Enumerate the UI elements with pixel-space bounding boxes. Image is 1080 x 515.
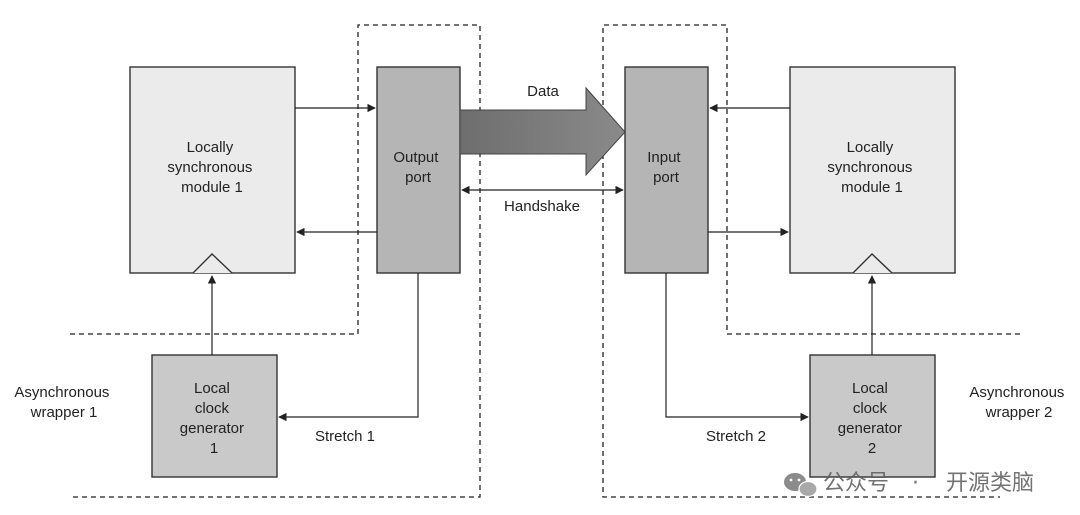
watermark: 公众号 · 开源类脑: [784, 471, 1034, 498]
stretch-2-arrow: [665, 273, 809, 422]
wrapper-1-boundary: [70, 24, 481, 498]
watermark-separator: ·: [912, 471, 919, 496]
left-clock-line-1: Local: [194, 380, 230, 397]
left-clock-generator: [151, 354, 278, 478]
input-port-label: Input port: [647, 149, 685, 186]
right-module-line-2: synchronous: [827, 159, 912, 176]
output-port: [376, 66, 461, 274]
right-clock-label: Local clock generator 2: [838, 380, 906, 457]
left-module-line-1: Locally: [187, 139, 234, 156]
right-module-line-3: module 1: [841, 179, 903, 196]
left-module-line-2: synchronous: [167, 159, 252, 176]
right-clock-line-3: generator: [838, 420, 902, 437]
right-sync-module: [789, 66, 956, 274]
data-arrow: [459, 86, 626, 177]
left-module-line-3: module 1: [181, 179, 243, 196]
output-port-line-1: Output: [393, 149, 439, 166]
output-port-label: Output port: [393, 149, 442, 186]
wrapper-2-label: Asynchronous wrapper 2: [969, 384, 1068, 421]
left-clock-line-4: 1: [210, 440, 218, 457]
right-clock-input-triangle: [852, 253, 893, 274]
left-clock-input-triangle: [192, 253, 233, 274]
handshake-label: Handshake: [504, 198, 580, 215]
stretch-2-label: Stretch 2: [706, 428, 766, 445]
output-port-line-2: port: [405, 169, 432, 186]
wrapper-2-line-1: Asynchronous: [969, 384, 1064, 401]
wrapper-1-line-1: Asynchronous: [14, 384, 109, 401]
left-clock-line-3: generator: [180, 420, 244, 437]
input-port-line-1: Input: [647, 149, 681, 166]
stretch-arrows: [278, 273, 809, 422]
right-clock-line-2: clock: [853, 400, 888, 417]
wrapper-boundaries: [70, 24, 1020, 498]
stretch-1-arrow: [278, 273, 419, 422]
wrapper-1-line-2: wrapper 1: [30, 404, 98, 421]
watermark-platform: 公众号: [823, 471, 889, 496]
watermark-name: 开源类脑: [946, 471, 1034, 496]
right-clock-line-4: 2: [868, 440, 876, 457]
module-port-arrows: [295, 103, 790, 237]
left-module-label: Locally synchronous module 1: [167, 139, 256, 196]
left-clock-line-2: clock: [195, 400, 230, 417]
right-clock-generator: [809, 354, 936, 478]
clock-arrows: [207, 275, 877, 355]
right-module-label: Locally synchronous module 1: [827, 139, 916, 196]
right-clock-line-1: Local: [852, 380, 888, 397]
right-module-line-1: Locally: [847, 139, 894, 156]
wechat-logo-icon: [784, 473, 818, 498]
wrapper-2-boundary: [602, 24, 1020, 498]
stretch-1-label: Stretch 1: [315, 428, 375, 445]
data-label: Data: [527, 83, 559, 100]
left-clock-label: Local clock generator 1: [180, 380, 248, 457]
wrapper-2-line-2: wrapper 2: [985, 404, 1053, 421]
input-port-line-2: port: [653, 169, 680, 186]
input-port: [624, 66, 709, 274]
wrapper-1-label: Asynchronous wrapper 1: [14, 384, 113, 421]
